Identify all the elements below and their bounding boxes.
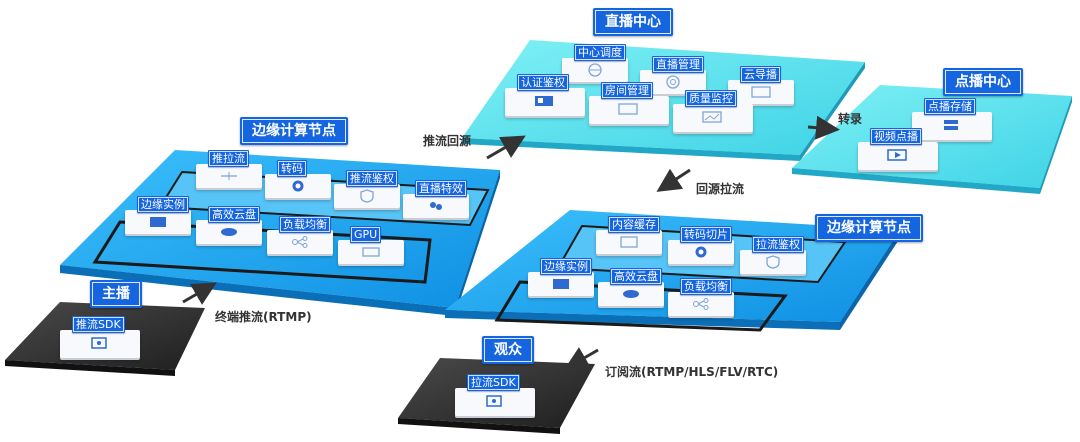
module-label: 推流鉴权 (346, 170, 398, 187)
disk-icon (623, 290, 639, 298)
terminal-push-arrow (182, 282, 217, 305)
module-tile: 中心调度 (562, 44, 628, 88)
module-label: 中心调度 (574, 44, 626, 61)
module-tile: 直播特效 (403, 180, 469, 224)
transcode-icon (695, 246, 707, 258)
vod-center-tag: 点播中心 (943, 68, 1023, 96)
module-label: 质量监控 (685, 90, 737, 107)
disk-icon (221, 228, 237, 236)
module-label: 边缘实例 (137, 196, 189, 213)
module-tile: 高效云盘 (196, 206, 262, 250)
module-tile: 高效云盘 (598, 268, 664, 312)
module-tile: 边缘实例 (528, 258, 594, 302)
module-tile: 点播存储 (912, 98, 992, 146)
target-icon (666, 75, 680, 89)
module-tile: 边缘实例 (125, 196, 191, 240)
module-tile: 视频点播 (858, 128, 938, 176)
module-tile: 拉流鉴权 (740, 236, 806, 280)
module-tile: 云导播 (728, 66, 794, 110)
sdk-icon (91, 337, 107, 349)
module-label: 点播存储 (924, 98, 976, 115)
chart-monitor-icon (702, 111, 722, 123)
load-balancer-icon (693, 298, 709, 310)
module-label: 高效云盘 (208, 206, 260, 223)
pull-back-label: 回源拉流 (696, 182, 745, 196)
storage-icon (944, 120, 958, 130)
module-label: 云导播 (740, 66, 781, 83)
module-label: 直播特效 (415, 180, 467, 197)
module-tile: 推流鉴权 (334, 170, 400, 214)
edge-left-tag: 边缘计算节点 (240, 117, 348, 145)
module-tile: 拉流SDK (455, 374, 535, 422)
module-label: GPU (350, 226, 382, 243)
terminal-push-label: 终端推流(RTMP) (215, 310, 312, 324)
cache-icon (620, 236, 638, 248)
module-label: 视频点播 (870, 128, 922, 145)
push-back-label: 推流回源 (423, 134, 472, 148)
module-tile: 推拉流 (196, 150, 262, 194)
effects-icon (430, 202, 442, 210)
module-tile: 房间管理 (589, 82, 669, 130)
push-back-arrow (486, 135, 526, 160)
stream-icon (221, 172, 237, 180)
shield-icon (766, 255, 780, 269)
module-tile: 推流SDK (60, 316, 140, 364)
module-tile: 内容缓存 (596, 216, 662, 260)
instance-icon (553, 279, 569, 289)
pull-back-arrow (656, 168, 691, 192)
module-tile: GPU (338, 226, 404, 270)
screen-icon (751, 86, 771, 98)
monitor-icon (618, 103, 638, 115)
subscribe-label: 订阅流(RTMP/HLS/FLV/RTC) (605, 365, 779, 379)
module-tile: 质量监控 (673, 90, 753, 138)
module-tile: 负载均衡 (267, 216, 333, 260)
module-label: 负载均衡 (279, 216, 331, 233)
video-icon (887, 149, 907, 161)
module-label: 边缘实例 (540, 258, 592, 275)
audience-tag: 观众 (482, 336, 534, 364)
subscribe-arrow (564, 347, 599, 370)
module-label: 推拉流 (208, 150, 249, 167)
module-label: 转码切片 (680, 226, 732, 243)
module-tile: 转码切片 (668, 226, 734, 270)
globe-icon (588, 63, 602, 77)
transcribe-arrow (807, 115, 840, 140)
live-center-tag: 直播中心 (593, 8, 673, 36)
module-label: 内容缓存 (608, 216, 660, 233)
load-balancer-icon (292, 236, 308, 248)
sdk-icon (486, 395, 502, 407)
module-label: 房间管理 (601, 82, 653, 99)
module-label: 认证鉴权 (517, 74, 569, 91)
shield-icon (360, 189, 374, 203)
module-tile: 负载均衡 (668, 278, 734, 322)
instance-icon (150, 217, 166, 227)
module-label: 高效云盘 (610, 268, 662, 285)
gpu-icon (362, 247, 380, 257)
module-label: 拉流鉴权 (752, 236, 804, 253)
transcribe-label: 转录 (838, 112, 863, 126)
transcode-icon (292, 180, 304, 192)
module-tile: 转码 (265, 160, 331, 204)
module-label: 直播管理 (652, 56, 704, 73)
id-card-icon (535, 96, 553, 106)
module-label: 负载均衡 (680, 278, 732, 295)
module-label: 推流SDK (72, 316, 125, 333)
module-label: 拉流SDK (467, 374, 520, 391)
edge-right-tag: 边缘计算节点 (815, 214, 923, 242)
module-label: 转码 (277, 160, 307, 177)
module-tile: 认证鉴权 (505, 74, 585, 122)
anchor-tag: 主播 (90, 280, 142, 308)
